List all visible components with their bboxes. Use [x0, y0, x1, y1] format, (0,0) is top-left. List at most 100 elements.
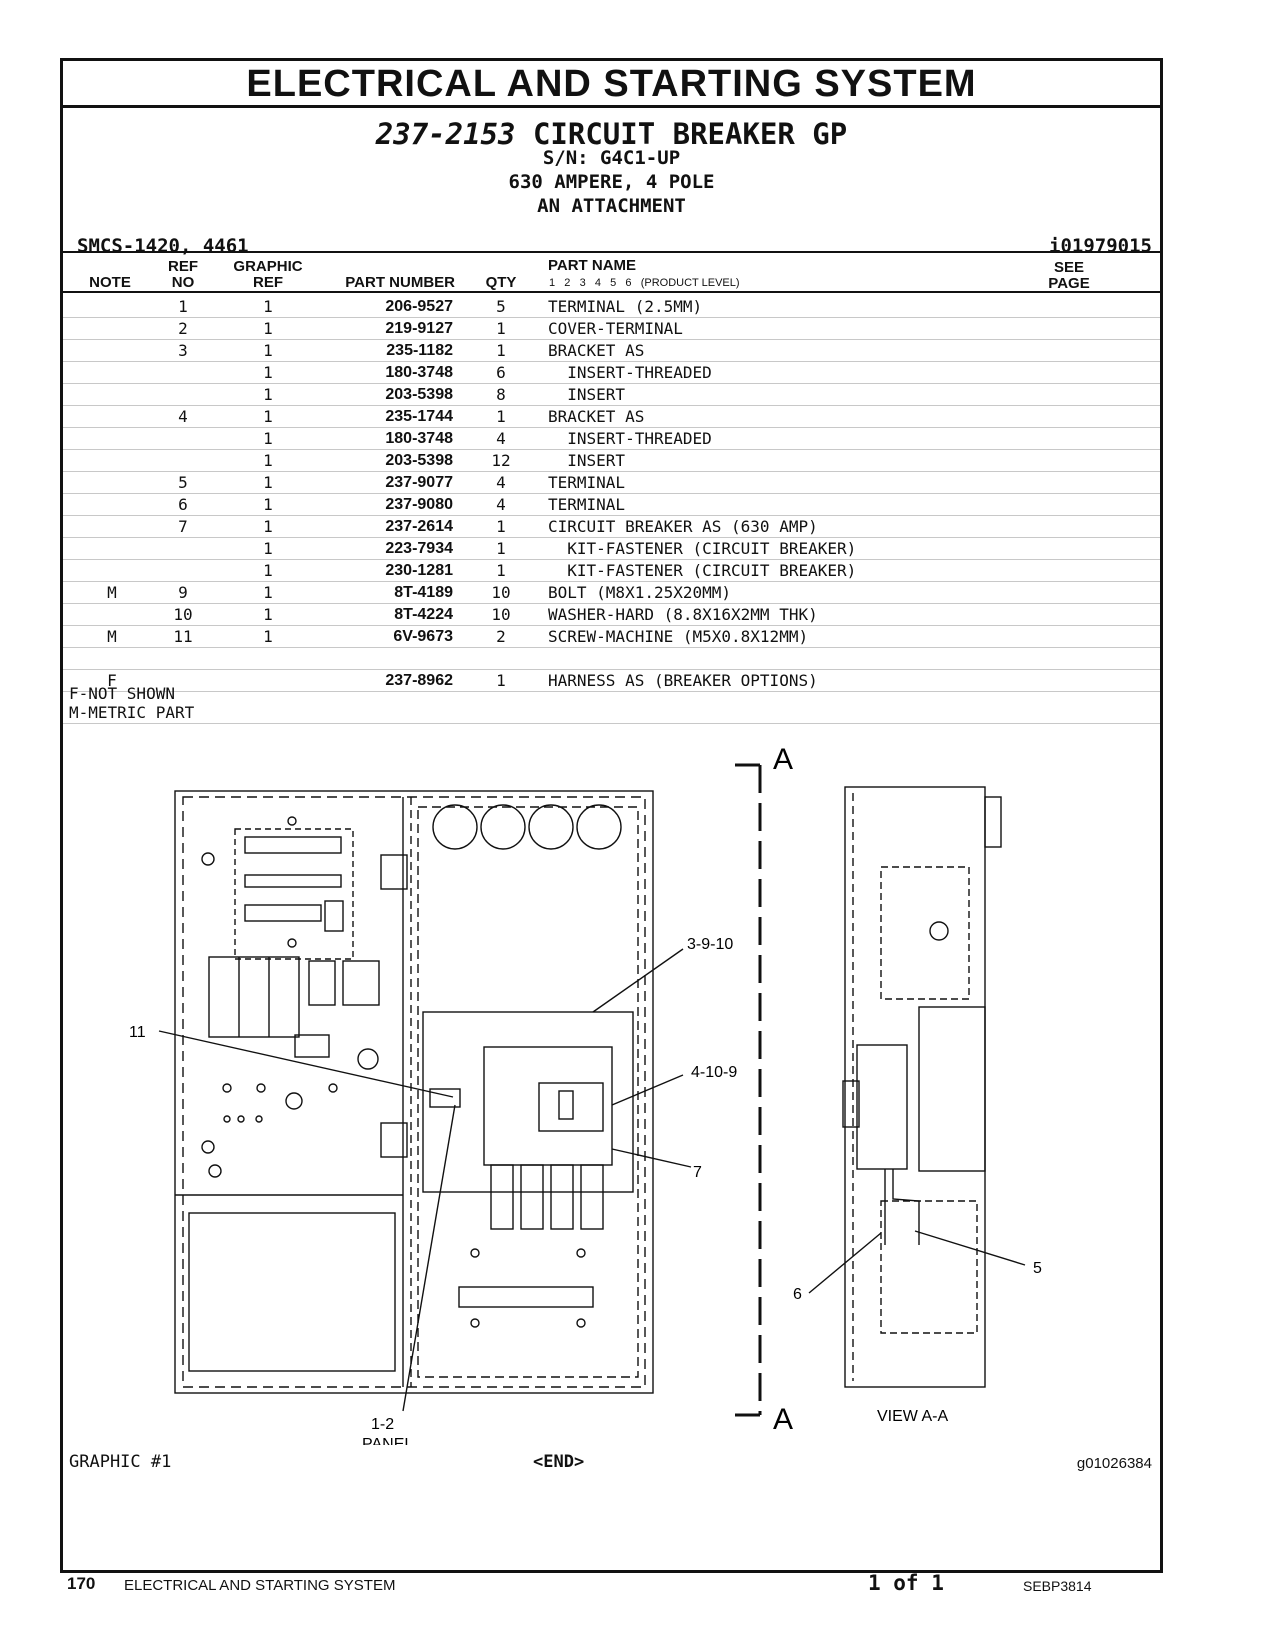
- part-graphic-ref: 1: [263, 297, 273, 316]
- leader-4-10-9: [611, 1074, 684, 1106]
- col-graphic-ref-line2: REF: [253, 274, 283, 291]
- part-note: M: [107, 583, 117, 602]
- leader-3-9-10: [592, 948, 684, 1013]
- exploded-view-drawing: 11 3-9-10 4-10-9 7 1-2 PANEL 6 5 A A VIE…: [129, 743, 1042, 1445]
- smcs-code: SMCS-1420, 4461: [77, 235, 249, 257]
- part-name: INSERT-THREADED: [548, 429, 712, 448]
- part-graphic-ref: 1: [263, 319, 273, 338]
- section-marker-top: A: [773, 743, 793, 776]
- conduit-hole: [528, 804, 574, 850]
- group-description: 630 AMPERE, 4 POLE: [508, 171, 715, 193]
- relay-group: [208, 956, 300, 1038]
- part-number: 237-9077: [385, 474, 453, 491]
- part-name: CIRCUIT BREAKER AS (630 AMP): [548, 517, 818, 536]
- ground-bus-bar: [458, 1286, 594, 1308]
- part-number: 235-1182: [386, 342, 453, 359]
- part-graphic-ref: 1: [263, 363, 273, 382]
- breaker-mounting-plate: [422, 1011, 634, 1193]
- leader-6: [808, 1232, 882, 1294]
- side-view-breaker: [918, 1006, 986, 1172]
- screw-bracket: [429, 1088, 461, 1108]
- leader-7: [611, 1148, 692, 1168]
- callout-panel: PANEL: [362, 1436, 413, 1445]
- part-name: KIT-FASTENER (CIRCUIT BREAKER): [548, 539, 857, 558]
- illustration-id: i01979015: [1049, 235, 1152, 257]
- part-ref-no: 6: [178, 495, 188, 514]
- col-graphic-ref: GRAPHIC REF: [228, 259, 308, 291]
- part-number: 237-9080: [385, 496, 453, 513]
- breaker-handle-housing: [538, 1082, 604, 1132]
- part-name: WASHER-HARD (8.8X16X2MM THK): [548, 605, 818, 624]
- col-note: NOTE: [89, 274, 131, 291]
- part-ref-no: 2: [178, 319, 188, 338]
- part-qty: 4: [496, 473, 506, 492]
- table-row: [63, 648, 1160, 670]
- notes-rule: [63, 723, 1160, 724]
- part-number: 6V-9673: [393, 628, 453, 645]
- leader-1-2: [402, 1104, 456, 1412]
- terminal-block-area: [234, 828, 354, 960]
- part-name: TERMINAL: [548, 495, 626, 514]
- part-name: BRACKET AS: [548, 341, 645, 360]
- part-qty: 1: [496, 561, 506, 580]
- part-ref-no: 4: [178, 407, 188, 426]
- conduit-hole: [432, 804, 478, 850]
- door-hinge: [380, 854, 408, 890]
- part-name: KIT-FASTENER (CIRCUIT BREAKER): [548, 561, 857, 580]
- view-label: VIEW A-A: [877, 1408, 948, 1425]
- right-compartment: [417, 806, 639, 1378]
- part-graphic-ref: 1: [263, 561, 273, 580]
- page-number: 170: [67, 1574, 96, 1593]
- part-qty: 1: [496, 517, 506, 536]
- group-number: 237-2153: [375, 117, 516, 151]
- col-see-page-line2: PAGE: [1048, 275, 1090, 292]
- note-f: F-NOT SHOWN: [69, 684, 175, 703]
- header-rule: [63, 251, 1160, 253]
- cabinet-inner-dashed: [182, 796, 646, 1388]
- callout-7: 7: [693, 1164, 702, 1181]
- part-qty: 1: [496, 539, 506, 558]
- door-hinge: [380, 1122, 408, 1158]
- page-count: 1 of 1: [868, 1571, 944, 1595]
- part-qty: 1: [496, 341, 506, 360]
- part-number: 237-2614: [385, 518, 453, 535]
- serial-range: S/N: G4C1-UP: [542, 147, 681, 169]
- part-number: 223-7934: [385, 540, 453, 557]
- circuit-breaker-body: [483, 1046, 613, 1166]
- part-graphic-ref: 1: [263, 495, 273, 514]
- part-graphic-ref: 1: [263, 385, 273, 404]
- part-qty: 1: [496, 319, 506, 338]
- cabinet-outline: [174, 790, 654, 1394]
- conduit-hole: [576, 804, 622, 850]
- section-marker-bottom: A: [773, 1403, 793, 1436]
- part-number: 180-3748: [385, 430, 453, 447]
- part-qty: 8: [496, 385, 506, 404]
- part-qty: 2: [496, 627, 506, 646]
- callout-1-2: 1-2: [371, 1416, 394, 1433]
- side-view-vent: [984, 796, 1002, 848]
- part-number: 235-1744: [385, 408, 453, 425]
- part-graphic-ref: 1: [263, 605, 273, 624]
- graphic-id: g01026384: [1076, 1455, 1152, 1472]
- col-qty: QTY: [485, 274, 517, 291]
- part-name: TERMINAL (2.5MM): [548, 297, 703, 316]
- part-graphic-ref: 1: [263, 473, 273, 492]
- breaker-terminal: [580, 1164, 604, 1230]
- part-number: 203-5398: [385, 452, 453, 469]
- breaker-terminal: [490, 1164, 514, 1230]
- col-ref-no-line1: REF: [168, 258, 198, 275]
- part-number: 230-1281: [385, 562, 453, 579]
- part-ref-no: 11: [173, 627, 193, 646]
- col-product-levels: 1 2 3 4 5 6 (PRODUCT LEVEL): [549, 277, 740, 289]
- part-qty: 10: [491, 605, 511, 624]
